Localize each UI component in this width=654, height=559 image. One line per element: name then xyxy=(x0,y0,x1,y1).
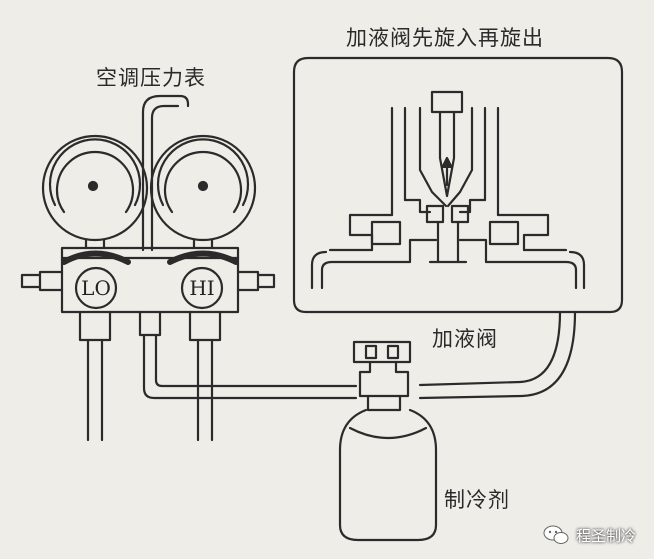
refrigerant-canister xyxy=(338,408,438,542)
charging-valve xyxy=(352,340,412,412)
watermark: 程圣制冷 xyxy=(542,521,636,549)
wechat-icon xyxy=(543,525,569,544)
gauge-set-label: 空调压力表 xyxy=(96,66,206,90)
refrigerant-label: 制冷剂 xyxy=(444,488,510,512)
valve-action-label: 加液阀先旋入再旋出 xyxy=(346,26,544,50)
lo-label: LO xyxy=(81,276,111,300)
manifold-gauge-set xyxy=(20,94,358,442)
charge-valve-label: 加液阀 xyxy=(432,327,498,351)
watermark-text: 程圣制冷 xyxy=(575,526,636,545)
callout-connector-hose xyxy=(418,310,577,400)
valve-cross-section xyxy=(310,90,586,290)
hi-label: HI xyxy=(189,276,214,300)
lo-valve-knob xyxy=(74,266,118,310)
detail-callout-box xyxy=(292,56,624,314)
hi-valve-knob xyxy=(180,266,224,310)
low-pressure-gauge xyxy=(41,134,149,242)
